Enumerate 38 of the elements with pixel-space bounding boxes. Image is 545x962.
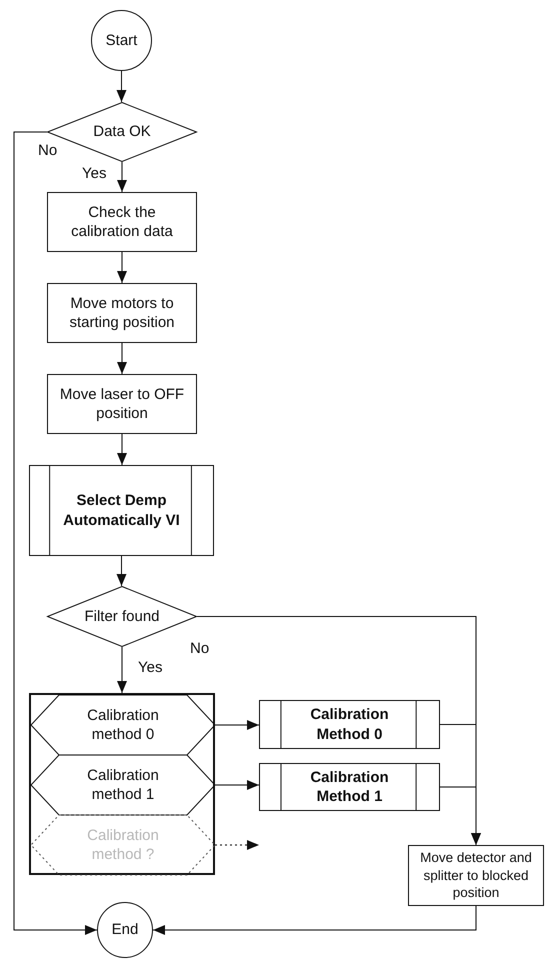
node-label: Start bbox=[106, 30, 138, 50]
node-label: Move laser to OFF position bbox=[58, 384, 186, 424]
case-hexagon bbox=[31, 815, 215, 875]
node-label: Move detector and splitter to blocked position bbox=[419, 849, 533, 902]
arrow bbox=[440, 786, 481, 846]
arrow bbox=[116, 556, 126, 586]
subprocess-box bbox=[259, 700, 440, 749]
subprocess-box bbox=[29, 465, 214, 556]
arrow bbox=[14, 132, 98, 935]
node-label: Calibration Method 0 bbox=[309, 705, 390, 744]
node-label: Filter found bbox=[84, 606, 160, 626]
process-box bbox=[47, 192, 197, 252]
case-hexagon bbox=[31, 755, 215, 815]
case-hexagon bbox=[31, 695, 215, 755]
node-label: Data OK bbox=[93, 122, 151, 142]
arrow bbox=[152, 906, 476, 935]
case-structure-frame bbox=[29, 693, 215, 875]
subprocess-box bbox=[259, 763, 440, 811]
node-label: Calibration method ? bbox=[86, 826, 160, 864]
node-label: Select Demp Automatically VI bbox=[62, 491, 181, 530]
node-label: Check the calibration data bbox=[70, 202, 174, 242]
arrow bbox=[117, 342, 127, 374]
node-label: Calibration method 1 bbox=[86, 766, 160, 804]
arrow bbox=[117, 162, 127, 192]
process-box bbox=[47, 283, 197, 343]
process-box bbox=[408, 845, 544, 906]
node-label: End bbox=[112, 920, 138, 940]
process-box bbox=[47, 374, 197, 434]
arrow bbox=[117, 646, 127, 694]
node-label: Move motors to starting position bbox=[68, 294, 176, 332]
arrow bbox=[116, 70, 126, 102]
arrow bbox=[117, 434, 127, 466]
arrow bbox=[117, 252, 127, 284]
node-label: Calibration method 0 bbox=[86, 706, 160, 744]
dotted-arrow bbox=[214, 840, 260, 850]
arrow bbox=[214, 780, 260, 790]
arrow bbox=[214, 720, 260, 730]
node-label: Calibration Method 1 bbox=[309, 768, 390, 806]
